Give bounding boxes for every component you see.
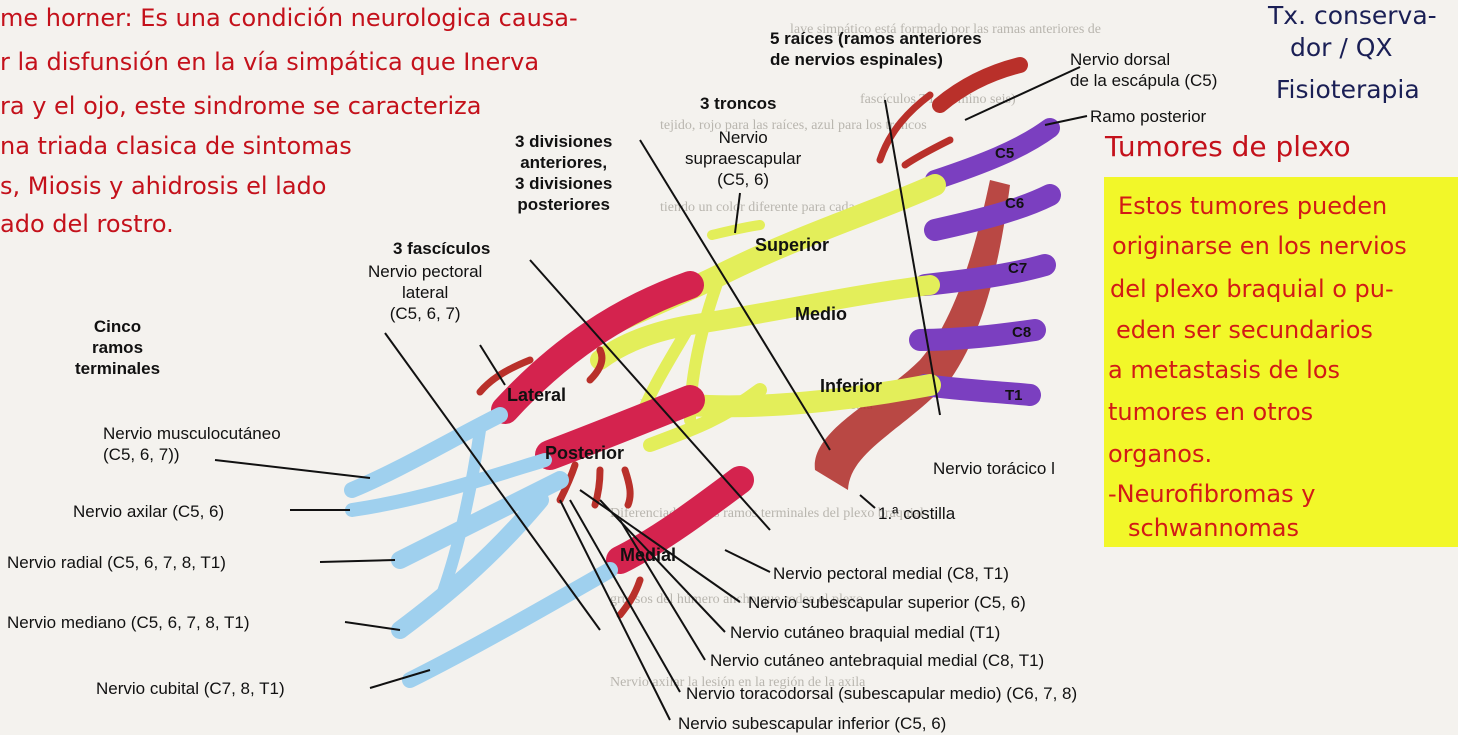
label-musculocutaneo: Nervio musculocutáneo (C5, 6, 7)): [103, 423, 281, 465]
sticky-line: originarse en los nervios: [1112, 229, 1407, 263]
artery-upper: [940, 65, 1020, 105]
cord-label-lateral: Lateral: [507, 385, 566, 406]
root-label-t1: T1: [1005, 385, 1023, 406]
sticky-line: organos.: [1108, 437, 1212, 471]
treatment-line: Fisioterapia: [1276, 72, 1420, 107]
horner-line: na triada clasica de sintomas: [0, 130, 352, 163]
label-ramo-posterior: Ramo posterior: [1090, 106, 1206, 127]
sticky-line: del plexo braquial o pu-: [1110, 272, 1394, 306]
horner-line: me horner: Es una condición neurologica …: [0, 2, 578, 35]
trunk-label-medio: Medio: [795, 304, 847, 325]
sticky-line: Estos tumores pueden: [1118, 189, 1387, 223]
root-label-c8: C8: [1012, 322, 1031, 343]
label-toracodorsal: Nervio toracodorsal (subescapular medio)…: [686, 683, 1077, 704]
root-label-c6: C6: [1005, 193, 1024, 214]
label-cubital: Nervio cubital (C7, 8, T1): [96, 678, 285, 699]
label-cutaneo-antebraquial: Nervio cutáneo antebraquial medial (C8, …: [710, 650, 1044, 671]
horner-line: ado del rostro.: [0, 208, 174, 241]
label-troncos: 3 troncos: [700, 93, 777, 114]
sticky-line: tumores en otros: [1108, 395, 1313, 429]
sticky-note: Estos tumores pueden originarse en los n…: [1104, 177, 1458, 547]
label-cinco-ramos: Cinco ramos terminales: [75, 316, 160, 379]
root-label-c7: C7: [1008, 258, 1027, 279]
label-radial: Nervio radial (C5, 6, 7, 8, T1): [7, 552, 226, 573]
label-cutaneo-braquial: Nervio cutáneo braquial medial (T1): [730, 622, 1000, 643]
cord-label-posterior: Posterior: [545, 443, 624, 464]
label-pectoral-medial: Nervio pectoral medial (C8, T1): [773, 563, 1009, 584]
label-fasciculos: 3 fascículos: [393, 238, 490, 259]
treatment-line: Tx. conserva-: [1268, 0, 1437, 33]
label-primera-costilla: 1.ª costilla: [878, 503, 955, 524]
trunk-label-superior: Superior: [755, 235, 829, 256]
root-label-c5: C5: [995, 143, 1014, 164]
treatment-line: dor / QX: [1290, 30, 1393, 65]
root-c5: [935, 128, 1050, 180]
label-axilar: Nervio axilar (C5, 6): [73, 501, 224, 522]
sticky-line: -Neurofibromas y: [1108, 477, 1315, 511]
horner-line: s, Miosis y ahidrosis el lado: [0, 170, 326, 203]
sticky-line: schwannomas: [1128, 511, 1299, 545]
label-pectoral-lateral: Nervio pectoral lateral (C5, 6, 7): [368, 261, 482, 324]
label-subescapular-superior: Nervio subescapular superior (C5, 6): [748, 592, 1026, 613]
label-dorsal-escapula: Nervio dorsal de la escápula (C5): [1070, 49, 1217, 91]
label-subescapular-inferior: Nervio subescapular inferior (C5, 6): [678, 713, 946, 734]
cord-label-medial: Medial: [620, 545, 676, 566]
label-mediano: Nervio mediano (C5, 6, 7, 8, T1): [7, 612, 250, 633]
label-toracico-largo: Nervio torácico l: [933, 458, 1055, 479]
sticky-line: eden ser secundarios: [1116, 313, 1373, 347]
trunk-label-inferior: Inferior: [820, 376, 882, 397]
tumores-title: Tumores de plexo: [1105, 130, 1351, 163]
horner-line: r la disfunsión en la vía simpática que …: [0, 46, 539, 79]
label-divisiones: 3 divisiones anteriores, 3 divisiones po…: [515, 131, 612, 215]
horner-line: ra y el ojo, este sindrome se caracteriz…: [0, 90, 481, 123]
label-supraescapular: Nervio supraescapular (C5, 6): [685, 127, 801, 190]
sticky-line: a metastasis de los: [1108, 353, 1340, 387]
label-raices: 5 raíces (ramos anteriores de nervios es…: [770, 28, 982, 70]
